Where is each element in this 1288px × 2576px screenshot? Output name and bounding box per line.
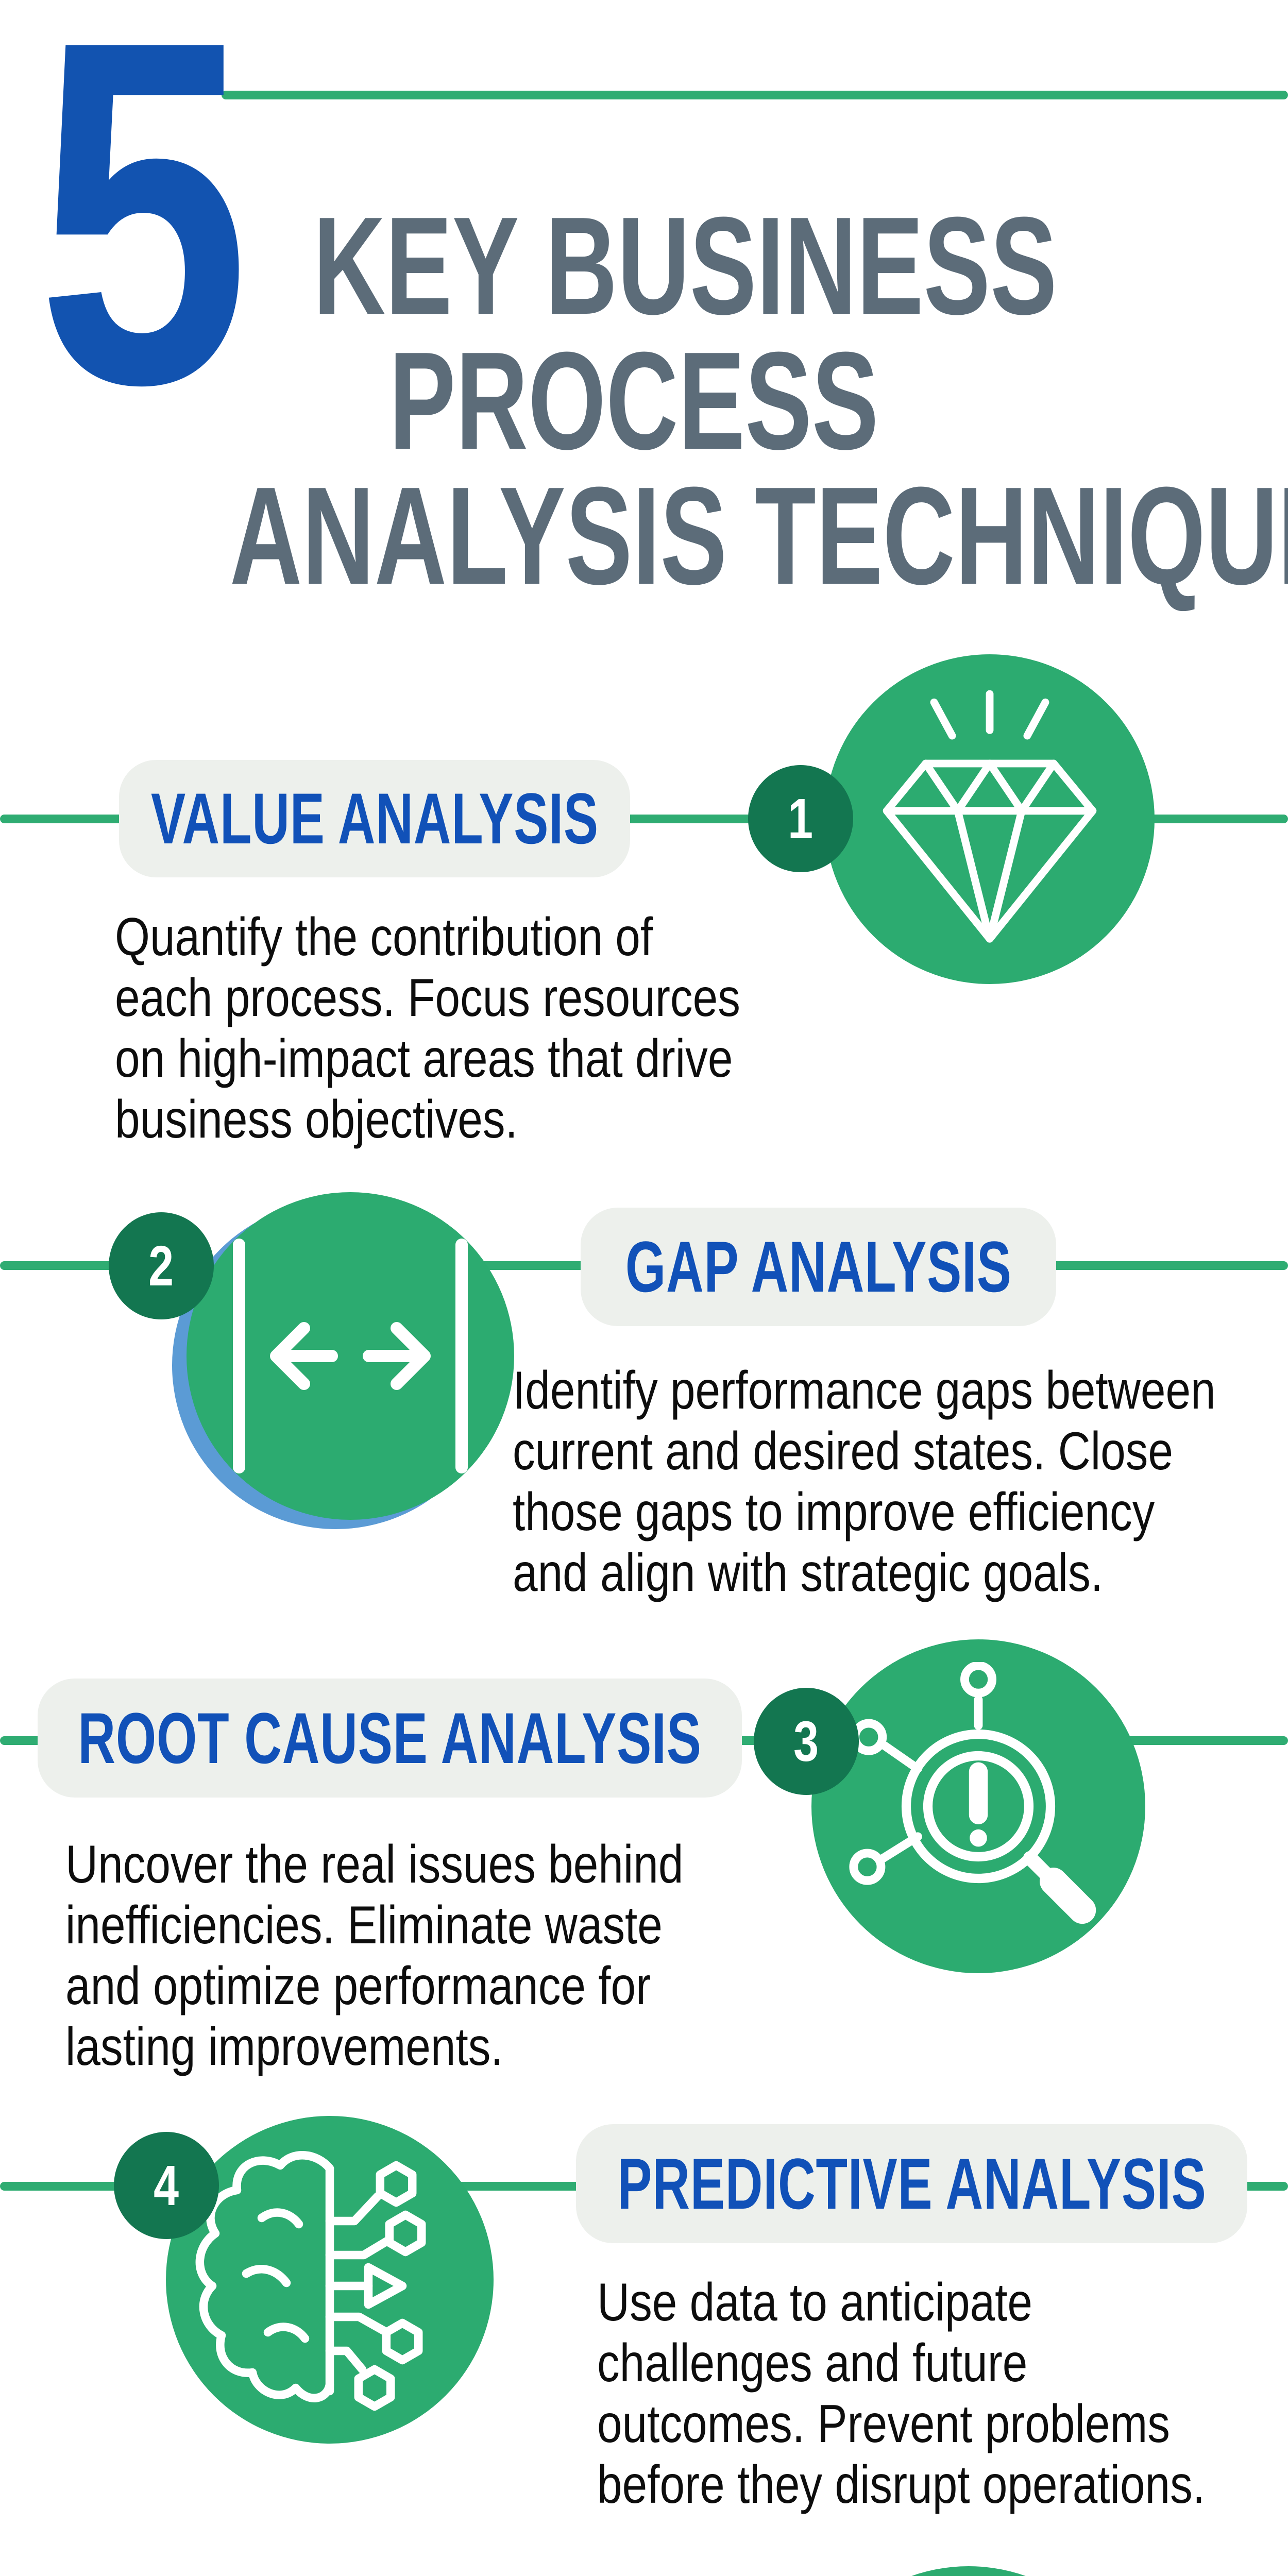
step-number: 1 xyxy=(788,787,814,851)
step-number: 2 xyxy=(148,1234,174,1298)
gap-arrows-icon xyxy=(233,1239,468,1473)
icon-circle xyxy=(811,1639,1145,1973)
section-label-pill: GAP ANALYSIS xyxy=(581,1208,1056,1326)
diamond-icon xyxy=(883,690,1097,943)
brain-circuit-icon xyxy=(195,2151,426,2411)
section-description: Identify performance gaps between curren… xyxy=(513,1361,1216,1603)
icon-circle xyxy=(825,654,1155,984)
section-label: VALUE ANALYSIS xyxy=(150,778,599,859)
section-description: Quantify the contribution of each proces… xyxy=(115,907,740,1149)
icon-circle xyxy=(187,1192,514,1520)
page-title-line-2: PROCESS xyxy=(388,324,879,479)
section-label-pill: PREDICTIVE ANALYSIS xyxy=(576,2124,1247,2243)
step-number: 4 xyxy=(154,2154,179,2217)
step-number-badge: 3 xyxy=(754,1688,859,1795)
page-title-line-3: ANALYSIS TECHNIQUES xyxy=(229,459,1288,614)
step-number: 3 xyxy=(793,1709,819,1773)
icon-circle: $ xyxy=(798,2566,1140,2576)
step-number-badge: 2 xyxy=(109,1212,214,1319)
section-label: ROOT CAUSE ANALYSIS xyxy=(78,1697,702,1778)
magnifier-alert-icon xyxy=(849,1662,1096,1924)
section-description: Use data to anticipate challenges and fu… xyxy=(597,2273,1206,2515)
header-divider-line xyxy=(222,91,1288,99)
section-label: PREDICTIVE ANALYSIS xyxy=(617,2143,1207,2224)
icon-circle xyxy=(166,2116,494,2444)
section-description: Uncover the real issues behind inefficie… xyxy=(65,1835,684,2077)
section-label-pill: ROOT CAUSE ANALYSIS xyxy=(38,1679,742,1798)
section-label: GAP ANALYSIS xyxy=(625,1226,1012,1307)
section-label-pill: VALUE ANALYSIS xyxy=(119,760,630,877)
page-title: KEY BUSINESS PROCESS ANALYSIS TECHNIQUES xyxy=(0,189,1288,614)
step-number-badge: 4 xyxy=(114,2132,219,2239)
header-big-number: 5 xyxy=(37,0,250,486)
step-number-badge: 1 xyxy=(748,765,853,872)
page-title-line-1: KEY BUSINESS xyxy=(313,189,1058,344)
